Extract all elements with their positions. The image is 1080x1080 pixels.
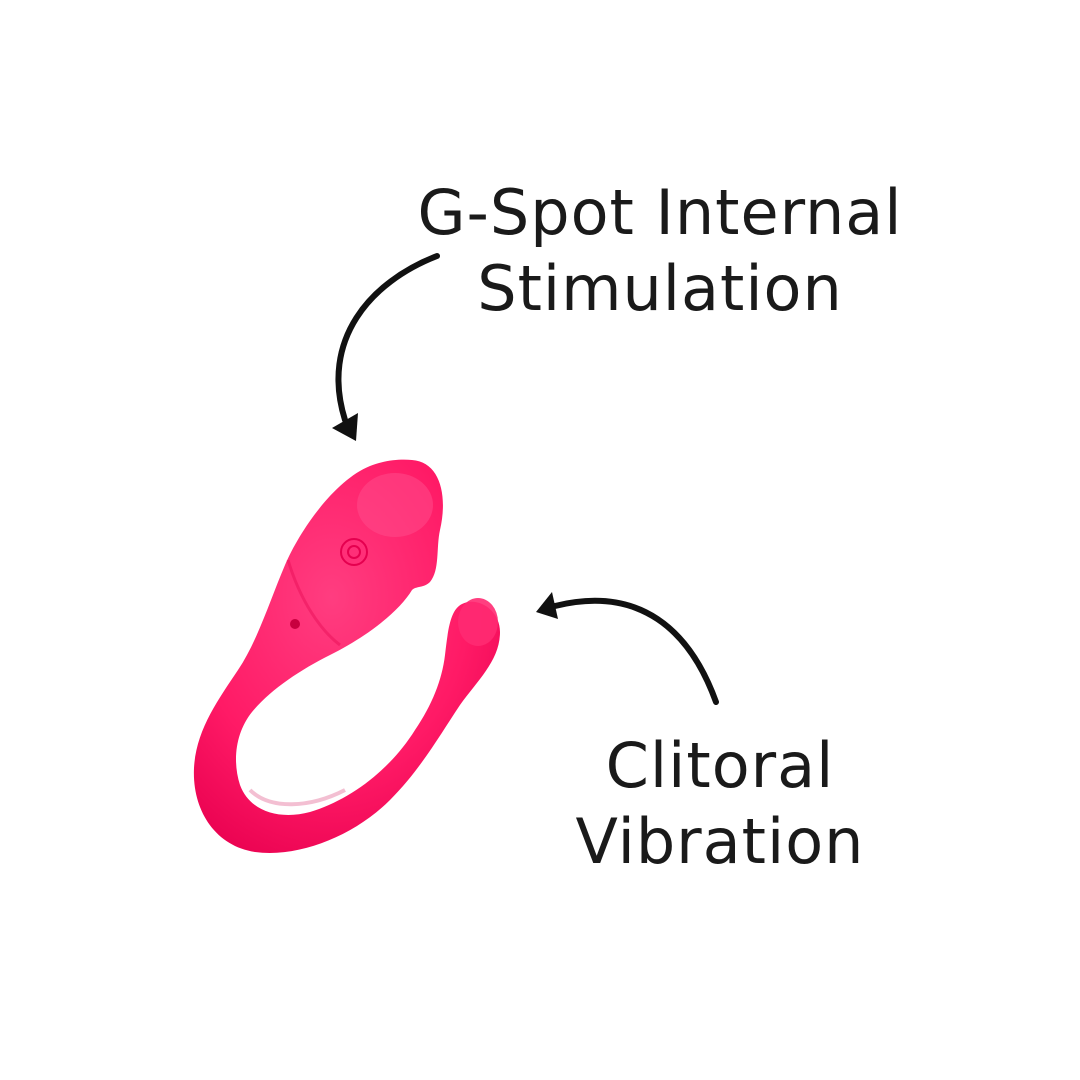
- clitoral-label-line1: Clitoral: [605, 729, 835, 802]
- product-body: [193, 459, 500, 853]
- gspot-label-line1: G-Spot Internal: [417, 176, 903, 249]
- power-icon: [340, 538, 368, 566]
- charging-port: [290, 619, 300, 629]
- clitoral-label-line2: Vibration: [575, 805, 865, 878]
- gspot-label: G-Spot Internal Stimulation: [400, 175, 920, 327]
- gspot-label-line2: Stimulation: [477, 252, 843, 325]
- curved-arrow-left-icon: [536, 592, 719, 705]
- clitoral-label: Clitoral Vibration: [555, 728, 885, 880]
- curved-arrow-down-icon: [332, 253, 440, 441]
